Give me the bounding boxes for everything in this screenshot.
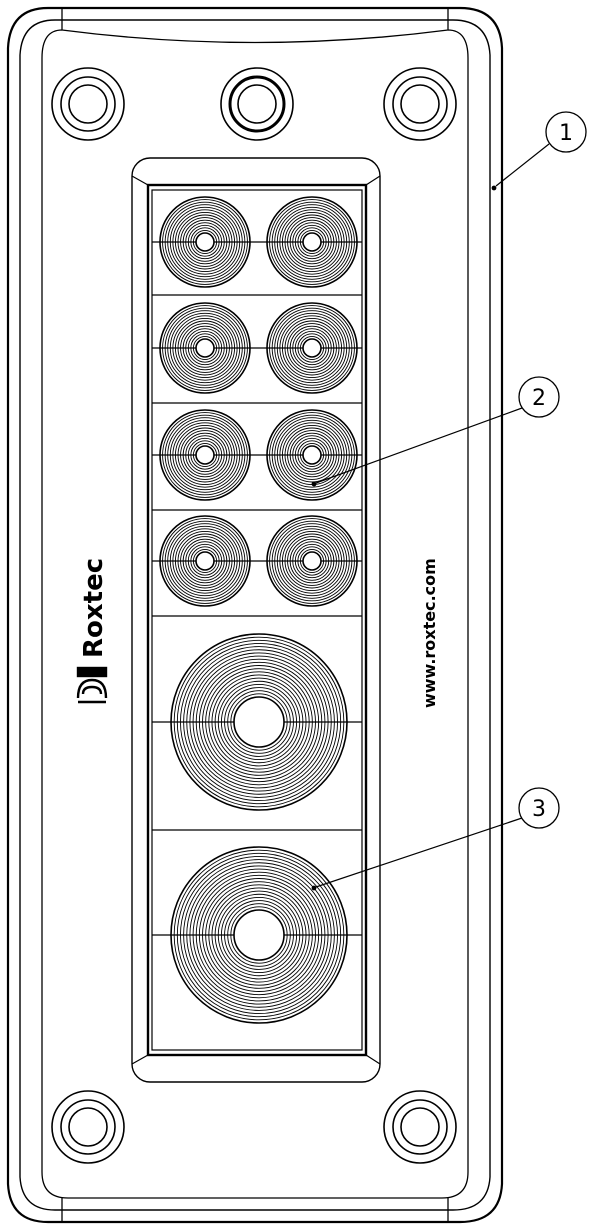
- cable-module: [152, 633, 362, 811]
- window-opening-inner: [146, 183, 368, 1057]
- callout-label: 3: [532, 797, 546, 822]
- cable-module: [258, 196, 362, 288]
- module-group: [152, 196, 362, 1024]
- website-text: www.roxtec.com: [420, 558, 439, 708]
- frame-outline: [6, 6, 504, 1224]
- callout-3: 3: [311, 787, 560, 891]
- cable-module: [258, 302, 362, 394]
- callout-1: 1: [491, 111, 587, 191]
- cable-module: [152, 196, 258, 288]
- window-opening-line: [151, 189, 363, 1051]
- module-dividers: [152, 294, 362, 831]
- bolt-group: [51, 67, 457, 1164]
- frame-inner-outline: [19, 19, 491, 1211]
- bolt-icon: [51, 67, 125, 141]
- callout-label: 2: [532, 386, 546, 411]
- bolt-icon: [220, 67, 294, 141]
- roxtec-logo-icon: [76, 666, 108, 704]
- bolt-icon: [51, 1090, 125, 1164]
- cable-module: [152, 302, 258, 394]
- cable-module: [258, 515, 362, 607]
- bolt-icon: [383, 67, 457, 141]
- frame-top-bevel: [61, 8, 449, 44]
- cable-module: [152, 409, 258, 501]
- frame: [6, 6, 504, 1224]
- frame-bottom-bevel: [41, 1171, 469, 1199]
- cable-module: [258, 409, 362, 501]
- bolt-icon: [383, 1090, 457, 1164]
- frame-corner-tr: [447, 29, 469, 59]
- window-opening-outer: [131, 157, 381, 1083]
- frame-corner-tl: [41, 29, 63, 59]
- brand-logo: Roxtec: [76, 558, 109, 704]
- brand-name: Roxtec: [79, 558, 109, 658]
- window-top-chamfer: [131, 175, 381, 1065]
- cable-module: [152, 846, 362, 1024]
- callout-label: 1: [559, 121, 573, 146]
- cable-module: [152, 515, 258, 607]
- callout-2: 2: [311, 376, 560, 487]
